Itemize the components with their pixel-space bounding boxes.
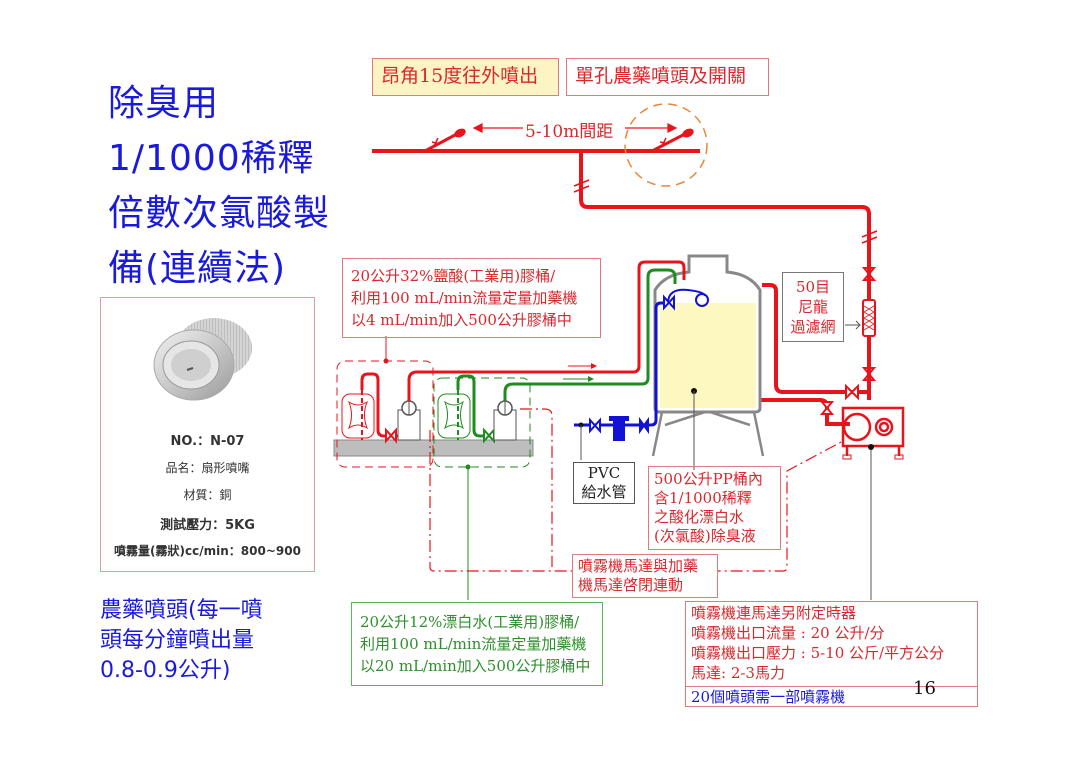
page-title: 除臭用 1/1000稀釋 倍數次氯酸製 備(連續法) bbox=[108, 76, 330, 296]
bleach-unit-group bbox=[433, 377, 531, 468]
subtitle-line: 0.8-0.9公升) bbox=[100, 658, 231, 683]
sprayer-pump bbox=[841, 406, 905, 460]
note-line: 機馬達啓閉連動 bbox=[578, 576, 684, 594]
note-line: 馬達: 2-3馬力 bbox=[691, 664, 785, 682]
interlock-note: 噴霧機馬達與加藥 機馬達啓閉連動 bbox=[572, 554, 718, 598]
sprayer-spec-body: 噴霧機連馬達另附定時器 噴霧機出口流量 : 20 公升/分 噴霧機出口壓力 : … bbox=[686, 602, 977, 687]
tank-outlet-pipe bbox=[762, 283, 869, 394]
spray-nozzle-2 bbox=[651, 128, 694, 153]
pvc-water-pipe-note: PVC 給水管 bbox=[573, 462, 635, 504]
subtitle-line: 農藥噴頭(每一噴 bbox=[100, 598, 263, 623]
acid-dosing-note: 20公升32%鹽酸(工業用)膠桶/ 利用100 mL/min流量定量加藥機 以4… bbox=[342, 258, 601, 338]
nozzle-name: 品名：扇形噴嘴 bbox=[165, 461, 250, 475]
title-line: 倍數次氯酸製 bbox=[108, 193, 331, 234]
note-line: 以20 mL/min加入500公升膠桶中 bbox=[360, 657, 591, 675]
sprayer-spec-note: 噴霧機連馬達另附定時器 噴霧機出口流量 : 20 公升/分 噴霧機出口壓力 : … bbox=[685, 601, 978, 707]
note-line: 噴霧機出口壓力 : 5-10 公斤/平方公分 bbox=[691, 644, 945, 662]
flow-arrows bbox=[563, 363, 597, 382]
filter-note: 50目 尼龍 過濾網 bbox=[782, 272, 844, 342]
page-number: 16 bbox=[913, 678, 936, 699]
pump-suction-pipe bbox=[760, 398, 850, 426]
interlock-signal-line bbox=[429, 408, 844, 572]
header-feed-pipe bbox=[579, 151, 871, 400]
bleach-dosing-note: 20公升12%漂白水(工業用)膠桶/ 利用100 mL/min流量定量加藥機 以… bbox=[351, 602, 603, 686]
note-line: 20公升32%鹽酸(工業用)膠桶/ bbox=[351, 267, 556, 285]
nozzle-model: NO.：N-07 bbox=[170, 434, 245, 449]
title-line: 1/1000稀釋 bbox=[108, 138, 315, 179]
title-line: 備(連續法) bbox=[108, 248, 287, 289]
note-line: 噴霧機馬達與加藥 bbox=[578, 557, 699, 575]
filter-icon bbox=[862, 299, 876, 337]
note-line: 50目 bbox=[795, 278, 831, 296]
spacing-arrows bbox=[472, 123, 678, 133]
nozzle-output-note: 農藥噴頭(每一噴 頭每分鐘噴出量 0.8-0.9公升) bbox=[100, 596, 263, 686]
note-line: 過濾網 bbox=[790, 318, 836, 336]
water-supply-line bbox=[574, 288, 709, 460]
subtitle-line: 頭每分鐘噴出量 bbox=[100, 628, 255, 653]
nozzle-material: 材質：銅 bbox=[183, 488, 232, 502]
note-line: 20公升12%漂白水(工業用)膠桶/ bbox=[360, 613, 580, 631]
tank-note: 500公升PP桶內 含1/1000稀釋 之酸化漂白水 (次氯酸)除臭液 bbox=[648, 466, 781, 550]
nozzle-test-pressure: 測試壓力：5KG bbox=[160, 518, 255, 533]
note-line: 以4 mL/min加入500公升膠桶中 bbox=[351, 311, 572, 329]
note-line: (次氯酸)除臭液 bbox=[654, 527, 756, 545]
spray-nozzle-1 bbox=[424, 128, 466, 153]
note-line: 500公升PP桶內 bbox=[654, 470, 763, 488]
pipe-break-marks bbox=[573, 179, 878, 244]
nozzle-flow-rate: 噴霧量(霧狀)cc/min：800~900 bbox=[114, 544, 301, 558]
spacing-label: 5-10m間距 bbox=[525, 122, 614, 142]
nozzle-photo bbox=[153, 318, 252, 401]
note-line: 尼龍 bbox=[797, 298, 828, 316]
note-line: 利用100 mL/min流量定量加藥機 bbox=[360, 635, 587, 653]
nozzle-product-card: NO.：N-07 品名：扇形噴嘴 材質：銅 測試壓力：5KG 噴霧量(霧狀)cc… bbox=[100, 297, 315, 572]
valve-icon bbox=[861, 267, 877, 381]
valve-icon bbox=[819, 401, 835, 415]
note-line: 噴霧機連馬達另附定時器 bbox=[691, 604, 857, 622]
nozzle-angle-label: 昂角15度往外噴出 bbox=[372, 58, 559, 96]
acid-dosing-unit bbox=[341, 260, 686, 444]
nozzle-callout-circle bbox=[624, 103, 708, 187]
valve-icon bbox=[845, 383, 859, 401]
note-line: PVC bbox=[587, 464, 621, 482]
storage-tank bbox=[651, 254, 765, 470]
nozzle-switch-label: 單孔農藥噴頭及開關 bbox=[566, 58, 769, 96]
note-line: 之酸化漂白水 bbox=[654, 508, 745, 526]
sprayer-spec-footer: 20個噴頭需一部噴霧機 bbox=[691, 688, 846, 706]
title-line: 除臭用 bbox=[108, 83, 220, 124]
note-line: 給水管 bbox=[581, 483, 627, 501]
note-line: 利用100 mL/min流量定量加藥機 bbox=[351, 289, 578, 307]
note-line: 含1/1000稀釋 bbox=[654, 489, 752, 507]
note-line: 噴霧機出口流量 : 20 公升/分 bbox=[691, 624, 885, 642]
